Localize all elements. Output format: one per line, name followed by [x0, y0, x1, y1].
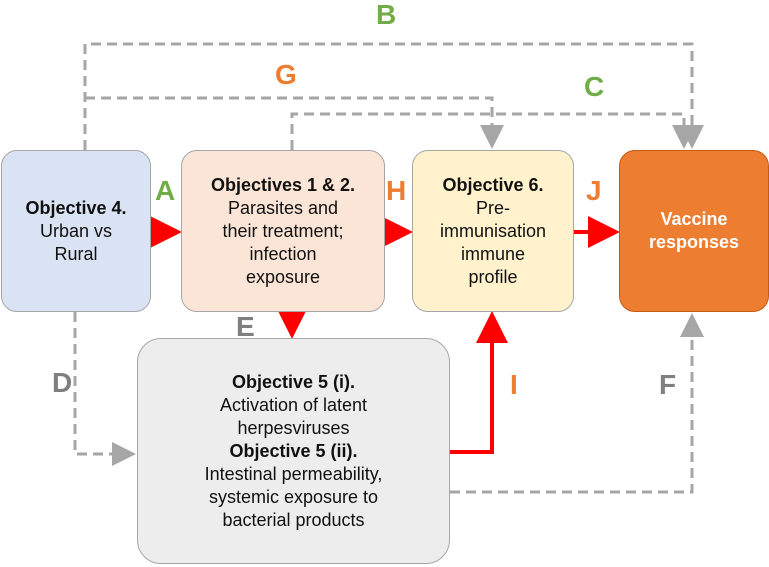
- label-a: A: [155, 175, 176, 206]
- label-d: D: [52, 367, 73, 398]
- objectives-1-2-box: Objectives 1 & 2. Parasites and their tr…: [181, 150, 385, 312]
- objective-5i-desc: Activation of latent herpesviruses: [219, 394, 368, 438]
- label-b: B: [376, 0, 397, 30]
- objective-4-desc: Urban vs Rural: [39, 220, 113, 264]
- objectives-1-2-title: Objectives 1 & 2.: [210, 174, 356, 195]
- objective-5i-title: Objective 5 (i).: [231, 371, 356, 392]
- objective-4-title: Objective 4.: [25, 197, 127, 218]
- arrow-i: [450, 311, 508, 454]
- arrow-g: [85, 96, 504, 149]
- objectives-1-2-desc: Parasites and their treatment; infection…: [222, 197, 344, 287]
- label-c: C: [584, 71, 605, 102]
- label-f: F: [659, 369, 677, 400]
- label-g: G: [275, 59, 297, 90]
- objective-5ii-title: Objective 5 (ii).: [229, 440, 358, 461]
- arrow-c: [290, 112, 696, 150]
- objective-6-desc: Pre- immunisation immune profile: [439, 197, 547, 287]
- vaccine-responses-box: Vaccine responses: [619, 150, 769, 312]
- objective-5-box: Objective 5 (i). Activation of latent he…: [137, 338, 450, 564]
- label-e: E: [236, 311, 255, 342]
- label-h: H: [386, 175, 407, 206]
- vaccine-responses-title: Vaccine responses: [648, 209, 740, 252]
- label-i: I: [510, 369, 518, 400]
- arrow-f: [450, 313, 704, 494]
- label-j: J: [586, 175, 602, 206]
- objective-6-box: Objective 6. Pre- immunisation immune pr…: [412, 150, 574, 312]
- objective-6-title: Objective 6.: [442, 174, 544, 195]
- objective-4-box: Objective 4. Urban vs Rural: [1, 150, 151, 312]
- arrow-d: [73, 312, 136, 466]
- objective-5ii-desc: Intestinal permeability, systemic exposu…: [204, 463, 383, 530]
